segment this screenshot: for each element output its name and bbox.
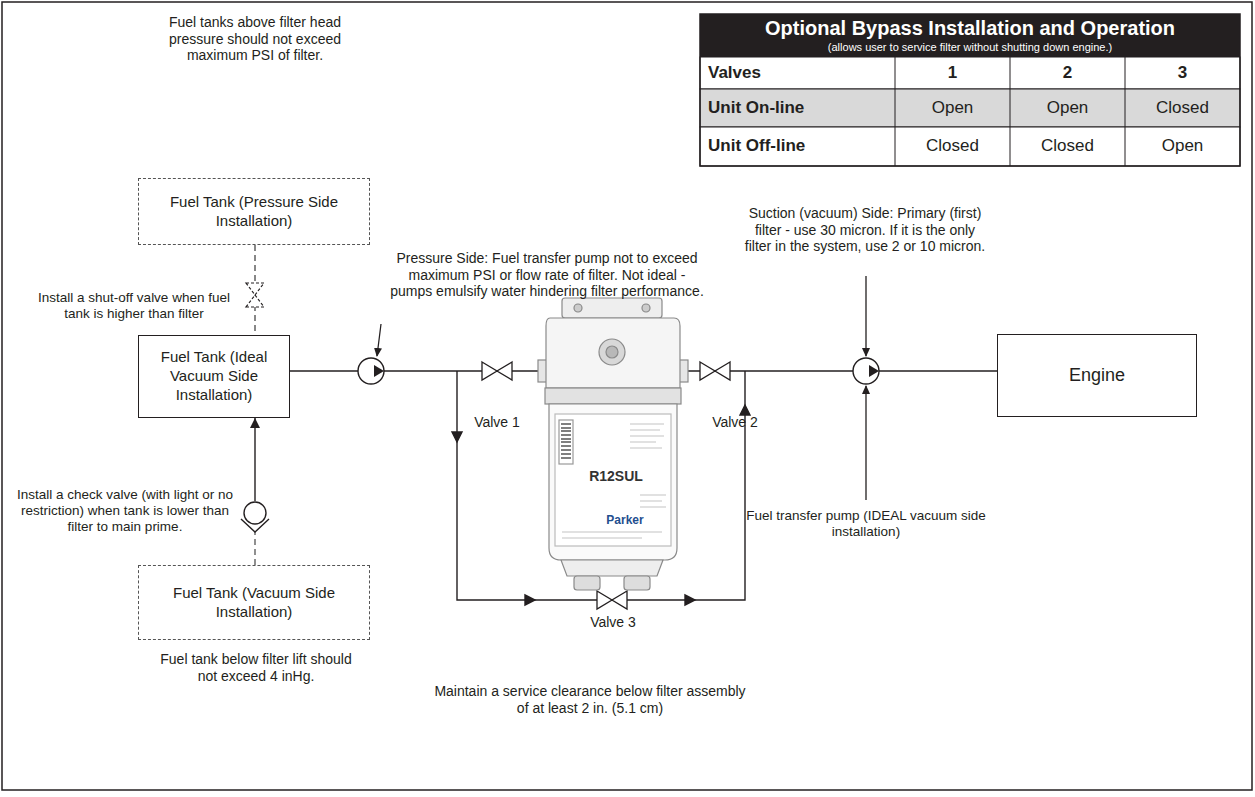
table-cell: 2 (1063, 63, 1072, 83)
table-cell: Closed (926, 136, 979, 156)
valve-label: Valve 3 (590, 614, 636, 631)
node-text: Fuel Tank (Ideal Vacuum Side Installatio… (145, 348, 283, 404)
pump-symbol (853, 358, 879, 384)
note-text: Fuel tanks above filter head pressure sh… (150, 14, 360, 64)
check-valve-symbol (241, 502, 269, 532)
table-cell: Unit On-line (708, 98, 804, 118)
table-cell: 3 (1178, 63, 1187, 83)
arrow-head (250, 418, 260, 428)
leader-arrow (377, 324, 381, 356)
leader-arrow (865, 276, 866, 356)
filter-illustration (538, 298, 688, 590)
table-cell: Open (932, 98, 974, 118)
label-box: 1 (895, 57, 1010, 89)
note-text: Install a shut-off valve when fuel tank … (24, 290, 244, 322)
table-cell: Open (1162, 136, 1204, 156)
label-box: Optional Bypass Installation and Operati… (700, 14, 1240, 42)
label-box: Closed (895, 127, 1010, 166)
label-box: Valves (700, 57, 895, 89)
fuel-tank-box: Fuel Tank (Pressure Side Installation) (138, 178, 370, 245)
table-cell: Closed (1156, 98, 1209, 118)
label-box: 3 (1125, 57, 1240, 89)
label-box: Valve 2 (698, 412, 772, 432)
note-text: Install a check valve (with light or no … (10, 487, 240, 536)
label-box: Valve 1 (462, 412, 532, 432)
label-box: Open (895, 89, 1010, 127)
shutoff-valve-symbol (246, 283, 264, 307)
valve-symbol (482, 362, 512, 380)
table-cell: Closed (1041, 136, 1094, 156)
brand-text: Parker (606, 513, 643, 527)
table-cell: Valves (708, 63, 761, 83)
label-box: Closed (1010, 127, 1125, 166)
fuel-tank-box: Fuel Tank (Vacuum Side Installation) (138, 565, 370, 640)
label-box: Closed (1125, 89, 1240, 127)
valve-symbol (597, 591, 627, 609)
label-box: Parker (590, 512, 660, 528)
bypass-line (452, 371, 750, 605)
label-box: Suction (vacuum) Side: Primary (first) f… (740, 190, 990, 270)
note-text: Suction (vacuum) Side: Primary (first) f… (740, 205, 990, 255)
label-box: R12SUL (576, 466, 656, 486)
label-box: Pressure Side: Fuel transfer pump not to… (390, 232, 704, 318)
valve-symbol (700, 362, 730, 380)
note-text: Fuel tank below filter lift should not e… (150, 651, 362, 685)
label-box: Fuel tank below filter lift should not e… (150, 648, 362, 688)
label-box: (allows user to service filter without s… (700, 40, 1240, 56)
note-text: Maintain a service clearance below filte… (430, 683, 750, 717)
node-text: Fuel Tank (Vacuum Side Installation) (145, 584, 363, 622)
label-box: Valve 3 (577, 612, 649, 632)
leader-arrow (865, 386, 866, 500)
node-text: Fuel Tank (Pressure Side Installation) (145, 193, 363, 231)
bypass-table-grid (700, 14, 1240, 166)
label-box: 2 (1010, 57, 1125, 89)
label-box: Fuel transfer pump (IDEAL vacuum side in… (740, 504, 992, 544)
note-text: Fuel transfer pump (IDEAL vacuum side in… (740, 508, 992, 540)
label-box: Maintain a service clearance below filte… (430, 680, 750, 720)
label-box: Fuel tanks above filter head pressure sh… (150, 6, 360, 72)
filter-model-text: R12SUL (589, 468, 643, 485)
table-title: Optional Bypass Installation and Operati… (765, 16, 1175, 40)
pump-symbol (358, 358, 384, 384)
label-box: Open (1010, 89, 1125, 127)
label-box: Unit Off-line (700, 127, 895, 166)
engine-box: Engine (997, 334, 1197, 417)
valve-label: Valve 2 (712, 414, 758, 431)
fuel-tank-box: Fuel Tank (Ideal Vacuum Side Installatio… (138, 335, 290, 418)
label-box: Open (1125, 127, 1240, 166)
label-box: Install a check valve (with light or no … (10, 476, 240, 546)
node-text: Engine (1069, 364, 1125, 387)
valve-label: Valve 1 (474, 414, 520, 431)
note-text: Pressure Side: Fuel transfer pump not to… (390, 250, 704, 300)
table-cell: Unit Off-line (708, 136, 805, 156)
label-box: Install a shut-off valve when fuel tank … (24, 286, 244, 326)
table-cell: Open (1047, 98, 1089, 118)
table-cell: 1 (948, 63, 957, 83)
pipe-connector (250, 418, 260, 565)
table-subtitle: (allows user to service filter without s… (828, 41, 1112, 54)
label-box: Unit On-line (700, 89, 895, 127)
